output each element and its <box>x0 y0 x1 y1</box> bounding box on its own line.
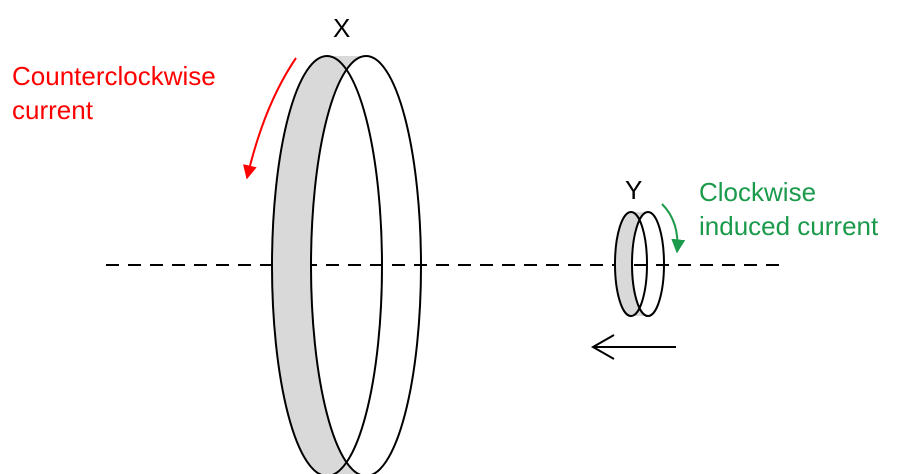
counterclockwise-label-line1: Counterclockwise <box>12 61 216 91</box>
counterclockwise-label-line2: current <box>12 95 93 125</box>
ring-x-back-edge <box>271 55 383 474</box>
curved-arrow-down-icon <box>661 203 686 254</box>
ring-x-label: X <box>333 13 351 43</box>
ring-y-label: Y <box>625 175 643 205</box>
clockwise-label-line1: Clockwise <box>699 177 817 207</box>
ring-x-front-edge <box>310 55 422 474</box>
ring-y <box>614 211 665 317</box>
ring-x <box>271 55 422 474</box>
clockwise-label-line2: induced current <box>699 211 879 241</box>
ring-x-band <box>272 56 366 474</box>
arrow-left-head <box>590 334 615 360</box>
ring-y-back-edge <box>614 211 648 317</box>
ring-y-front-edge <box>631 211 665 317</box>
curved-arrow-down-icon <box>243 57 297 180</box>
